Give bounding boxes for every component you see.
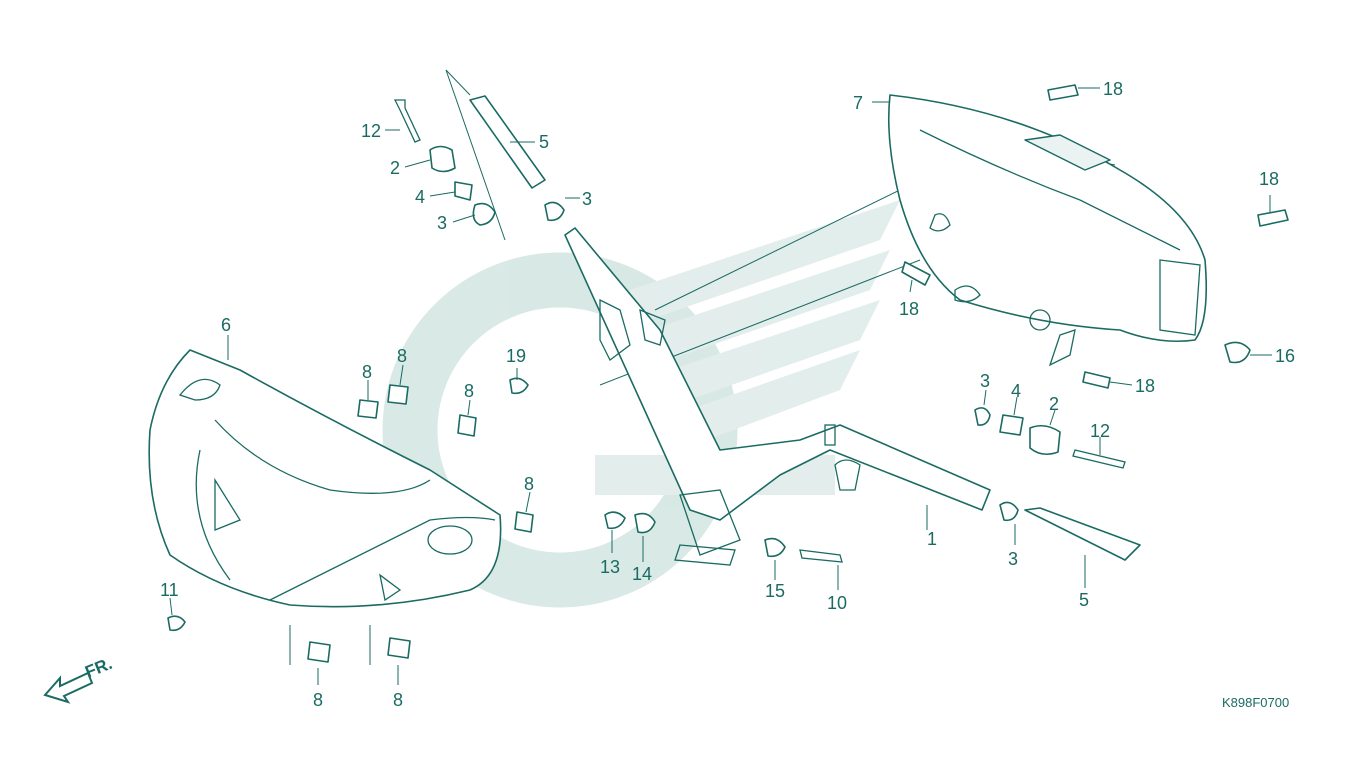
callout-leaders [169,87,1272,685]
callout-4: 4 [1011,381,1021,401]
callout-3: 3 [437,213,447,233]
callout-8: 8 [313,690,323,710]
callout-5: 5 [539,132,549,152]
callout-12: 12 [1090,421,1110,441]
callout-18: 18 [899,299,919,319]
callout-11: 11 [160,580,179,600]
callout-6: 6 [221,315,231,335]
callout-7: 7 [853,93,863,113]
callout-4: 4 [415,187,425,207]
callout-3: 3 [582,189,592,209]
front-direction-indicator: FR. [43,654,115,704]
callout-14: 14 [632,564,652,584]
callout-2: 2 [390,158,400,178]
callout-3: 3 [1008,549,1018,569]
callout-8: 8 [362,362,372,382]
callout-18: 18 [1259,169,1279,189]
callout-labels: 1 2 2 3 3 3 3 4 4 5 5 6 7 8 8 8 8 8 8 10… [160,79,1295,710]
small-parts-top-left [393,69,565,241]
callout-15: 15 [765,581,785,601]
callout-19: 19 [506,346,526,366]
callout-8: 8 [464,381,474,401]
callout-10: 10 [827,593,847,613]
callout-18: 18 [1135,376,1155,396]
callout-8: 8 [393,690,403,710]
callout-12: 12 [361,121,381,141]
callout-16: 16 [1275,346,1295,366]
callout-1: 1 [927,529,937,549]
callout-18: 18 [1103,79,1123,99]
callout-5: 5 [1079,590,1089,610]
small-parts-bottom-right [167,84,1289,632]
callout-8: 8 [397,346,407,366]
front-direction-label: FR. [82,654,115,682]
rear-handle-cover [887,94,1208,367]
drawing-code: K898F0700 [1222,695,1289,710]
handlebar-assembly [564,227,991,566]
callout-8: 8 [524,474,534,494]
callout-2: 2 [1049,394,1059,414]
callout-3: 3 [980,371,990,391]
clips [289,384,534,665]
front-handle-cover [148,349,502,608]
front-direction-arrow-icon [43,671,94,704]
callout-13: 13 [600,557,620,577]
